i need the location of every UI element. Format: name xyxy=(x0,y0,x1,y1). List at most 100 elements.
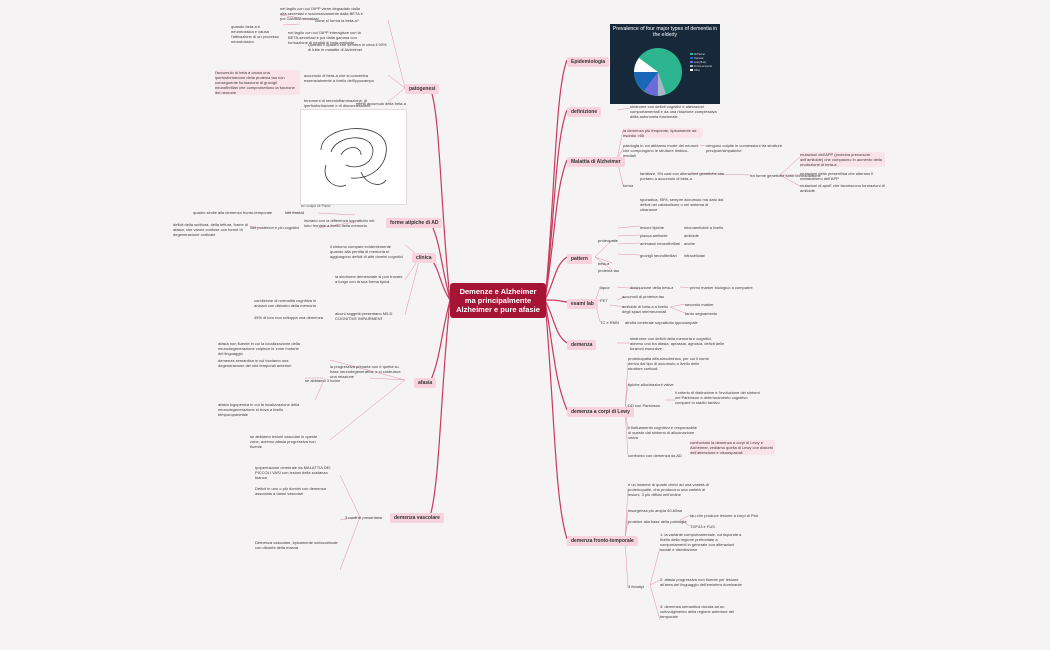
forme-5: lobi posteriori e più cognitivi xyxy=(250,225,300,230)
fronto-7: 1: la variante comportamentale, corrispo… xyxy=(660,532,742,552)
pato-3: quando beta-a è neurotossica e causa l'a… xyxy=(231,24,279,44)
pattern-placca: placca amiloide xyxy=(640,233,668,238)
pato-5: Quando il quadro che sembra in circa il … xyxy=(308,42,387,52)
pattern-ammassi: ammassi neurofibrillari xyxy=(640,241,681,246)
esami-accumuli: accumuli di proteina tau xyxy=(622,294,665,299)
afasia-5: la progressiva primaria non è quella su … xyxy=(330,364,401,379)
branch-definizione[interactable]: definizione xyxy=(567,107,602,117)
pattern-r1: microamiloide a livello xyxy=(684,225,724,230)
branch-clinica[interactable]: clinica xyxy=(412,253,436,263)
image-caption: un colpo di Pace xyxy=(301,203,331,208)
vasc-2: Deficit in uno o più domini con demenza … xyxy=(255,486,326,496)
legend-1: Alzheimer xyxy=(694,53,706,56)
ad-genetic-forms-text: tra forme genetiche sono contraddittorie xyxy=(750,173,821,178)
pie-chart xyxy=(634,48,682,96)
ad-apoe-text: mutazioni di apoE che favoriscono formaz… xyxy=(800,183,885,193)
afasia-3: afasia logopenica in cui la localizzazio… xyxy=(218,402,300,417)
branch-afasia[interactable]: afasia xyxy=(414,378,437,388)
pattern-grovigli: grovigli neurofibrillari xyxy=(640,253,677,258)
ad-sporadica-text: sporadica, 95%, sempre accumulo ma dato … xyxy=(640,197,724,212)
ad-app-mutation-text: mutazioni dell'APP (proteina precursore … xyxy=(800,152,885,167)
brain-sketch xyxy=(320,128,387,187)
demenza-def: sindrome con deficit della memoria e cog… xyxy=(630,336,725,351)
lewy-5: il fluttuamento cognitivo e responsabile… xyxy=(628,425,697,440)
pattern-r4: intracellulari xyxy=(684,253,706,258)
esami-liquor: liquor xyxy=(600,285,610,290)
fronto-4: tau che produce lesione a corpi di Pick xyxy=(690,513,759,518)
pattern-lesioni: lesioni tipiche xyxy=(640,225,665,230)
legend-3: Lewy Body xyxy=(694,61,707,64)
pato-8: fenomeni di neuroinfiammazione, di iperf… xyxy=(304,98,371,108)
prevalence-chart: Prevalence of four major types of dement… xyxy=(610,24,720,104)
lewy-3: DD con Parkinson xyxy=(628,403,661,408)
legend-2: Vascular xyxy=(694,57,704,60)
ad-presenilina-text: mutazioni della presenilina che alterano… xyxy=(800,171,874,181)
vasc-3: Demenza vascolare, tipicamente sottocort… xyxy=(255,540,338,550)
esami-diminuzione: diminuzione della beta-a xyxy=(630,285,674,290)
afasia-1: afasia non fluente in cui la localizzazi… xyxy=(218,341,300,356)
afasia-6: se abbiamo lesioni vascolari in queste z… xyxy=(250,434,318,449)
esami-secondo: secondo marker xyxy=(685,302,714,307)
pato-7: accumulo di beta-a che si concentra esse… xyxy=(304,73,374,83)
forme-4: deficit della scrittura, della lettura, … xyxy=(173,222,248,237)
ad-familiare-text: familiare, 5% casi con alterazioni genet… xyxy=(640,171,725,181)
clinica-2: la sindrome demenziale si può trovare a … xyxy=(335,274,403,284)
ad-neuron-death-text: patologia in cui abbiamo morte dei neuro… xyxy=(623,143,699,158)
esami-atrofia: atrofia cerebrale soprattutto ippocampal… xyxy=(625,320,698,325)
esami-tardo: tardo segnamento xyxy=(685,311,718,316)
pato-6: l'accumulo di beta a causa una iperfosfo… xyxy=(215,70,300,95)
lewy-2: tipiche allucinazioni visive xyxy=(628,382,674,387)
pato-9: effetti accumulo della beta-a xyxy=(356,101,406,106)
chart-legend: Alzheimer Vascular Lewy Body Fronto-temp… xyxy=(690,53,712,73)
fronto-1: è un insieme di quadri clinici ad una va… xyxy=(628,482,709,497)
vasc-1: Ipoperfusione cerebrale da MALATTIA DEI … xyxy=(255,465,331,480)
fronto-8: 2: afasia progressiva non fluente per le… xyxy=(660,577,742,587)
slice-vascular xyxy=(634,72,658,91)
lewy-4: il criterio di distinzione è l'evoluzion… xyxy=(675,390,760,405)
fronto-2: insorgenza più ampia 40-60aa xyxy=(628,508,682,513)
branch-malattia-alzheimer[interactable]: Malattia di Alzheimer xyxy=(567,157,625,167)
central-topic[interactable]: Demenze e Alzheimer ma principalmente Al… xyxy=(450,283,546,318)
lewy-6: confronto con demenza da AD xyxy=(628,453,682,458)
branch-epidemiologia[interactable]: Epidemiologia xyxy=(567,57,610,67)
legend-5: Other xyxy=(694,69,701,72)
pato-1: nel taglio con cui l'APP viene degradato… xyxy=(280,6,363,21)
branch-esami-lab[interactable]: esami lab xyxy=(567,299,598,309)
slice-other xyxy=(634,58,658,72)
ad-frequency-text: la demenza più frequente, tipicamente ad… xyxy=(623,128,703,138)
pattern-r3: anche xyxy=(684,241,695,246)
afasia-4: se abbiamo 3 forme xyxy=(305,378,341,383)
esami-tc: TC e RMN xyxy=(600,320,619,325)
forme-2: iniziano con la differenza soprattutto n… xyxy=(304,218,375,228)
branch-forme-atipiche[interactable]: forme atipiche di AD xyxy=(386,218,443,228)
chart-title: Prevalence of four major types of dement… xyxy=(612,26,718,38)
branch-lewy[interactable]: demenza a corpi di Lewy xyxy=(567,407,634,417)
esami-amiloide: amiloide di beta-a a livello degli spazi… xyxy=(622,304,669,314)
legend-4: Fronto-temporal xyxy=(694,65,712,68)
def-text: sindrome con deficit cognitivi e alteraz… xyxy=(630,104,717,119)
pattern-tau: proteina tau xyxy=(598,268,620,273)
forme-1: quadro simile alla demenza fronto-tempor… xyxy=(193,210,273,215)
lewy-1: proteinopatia alfa-sinucleinica, per cui… xyxy=(628,356,709,371)
slice-lewy xyxy=(644,72,658,96)
fronto-3: proteine alla base della patologia xyxy=(628,519,687,524)
branch-demenza[interactable]: demenza xyxy=(567,340,597,350)
clinica-3: condizione di normalità cognitiva in anz… xyxy=(254,298,317,308)
clinica-1: il sintomo compare evidentemente quando … xyxy=(330,244,403,259)
lewy-7: confrontato la demenza a corpi di Lewy e… xyxy=(690,440,775,455)
brain-diagram-image xyxy=(300,109,407,205)
pattern-proteopatie: proteopatie xyxy=(598,238,619,243)
fronto-5: TDP43 e FUS xyxy=(690,524,715,529)
forme-3: lobi frontali xyxy=(285,210,305,215)
afasia-2: demenza semantica in cui troviamo una de… xyxy=(218,358,292,368)
slice-fronto xyxy=(658,72,666,96)
fronto-9: 3: demenza semantica dovuta ad un coinvo… xyxy=(660,604,735,619)
pato-4: nel taglio con cui l'APP interagisce con… xyxy=(288,30,361,45)
fronto-6: 3 fenotipi xyxy=(628,584,645,589)
branch-pattern[interactable]: pattern xyxy=(567,254,592,264)
vasc-4: 3 modi di presentarsi xyxy=(345,515,383,520)
branch-demenza-vascolare[interactable]: demenza vascolare xyxy=(390,513,444,523)
branch-patogenesi[interactable]: patogenesi xyxy=(405,84,440,94)
branch-fronto-temporale[interactable]: demenza fronto-temporale xyxy=(567,536,638,546)
